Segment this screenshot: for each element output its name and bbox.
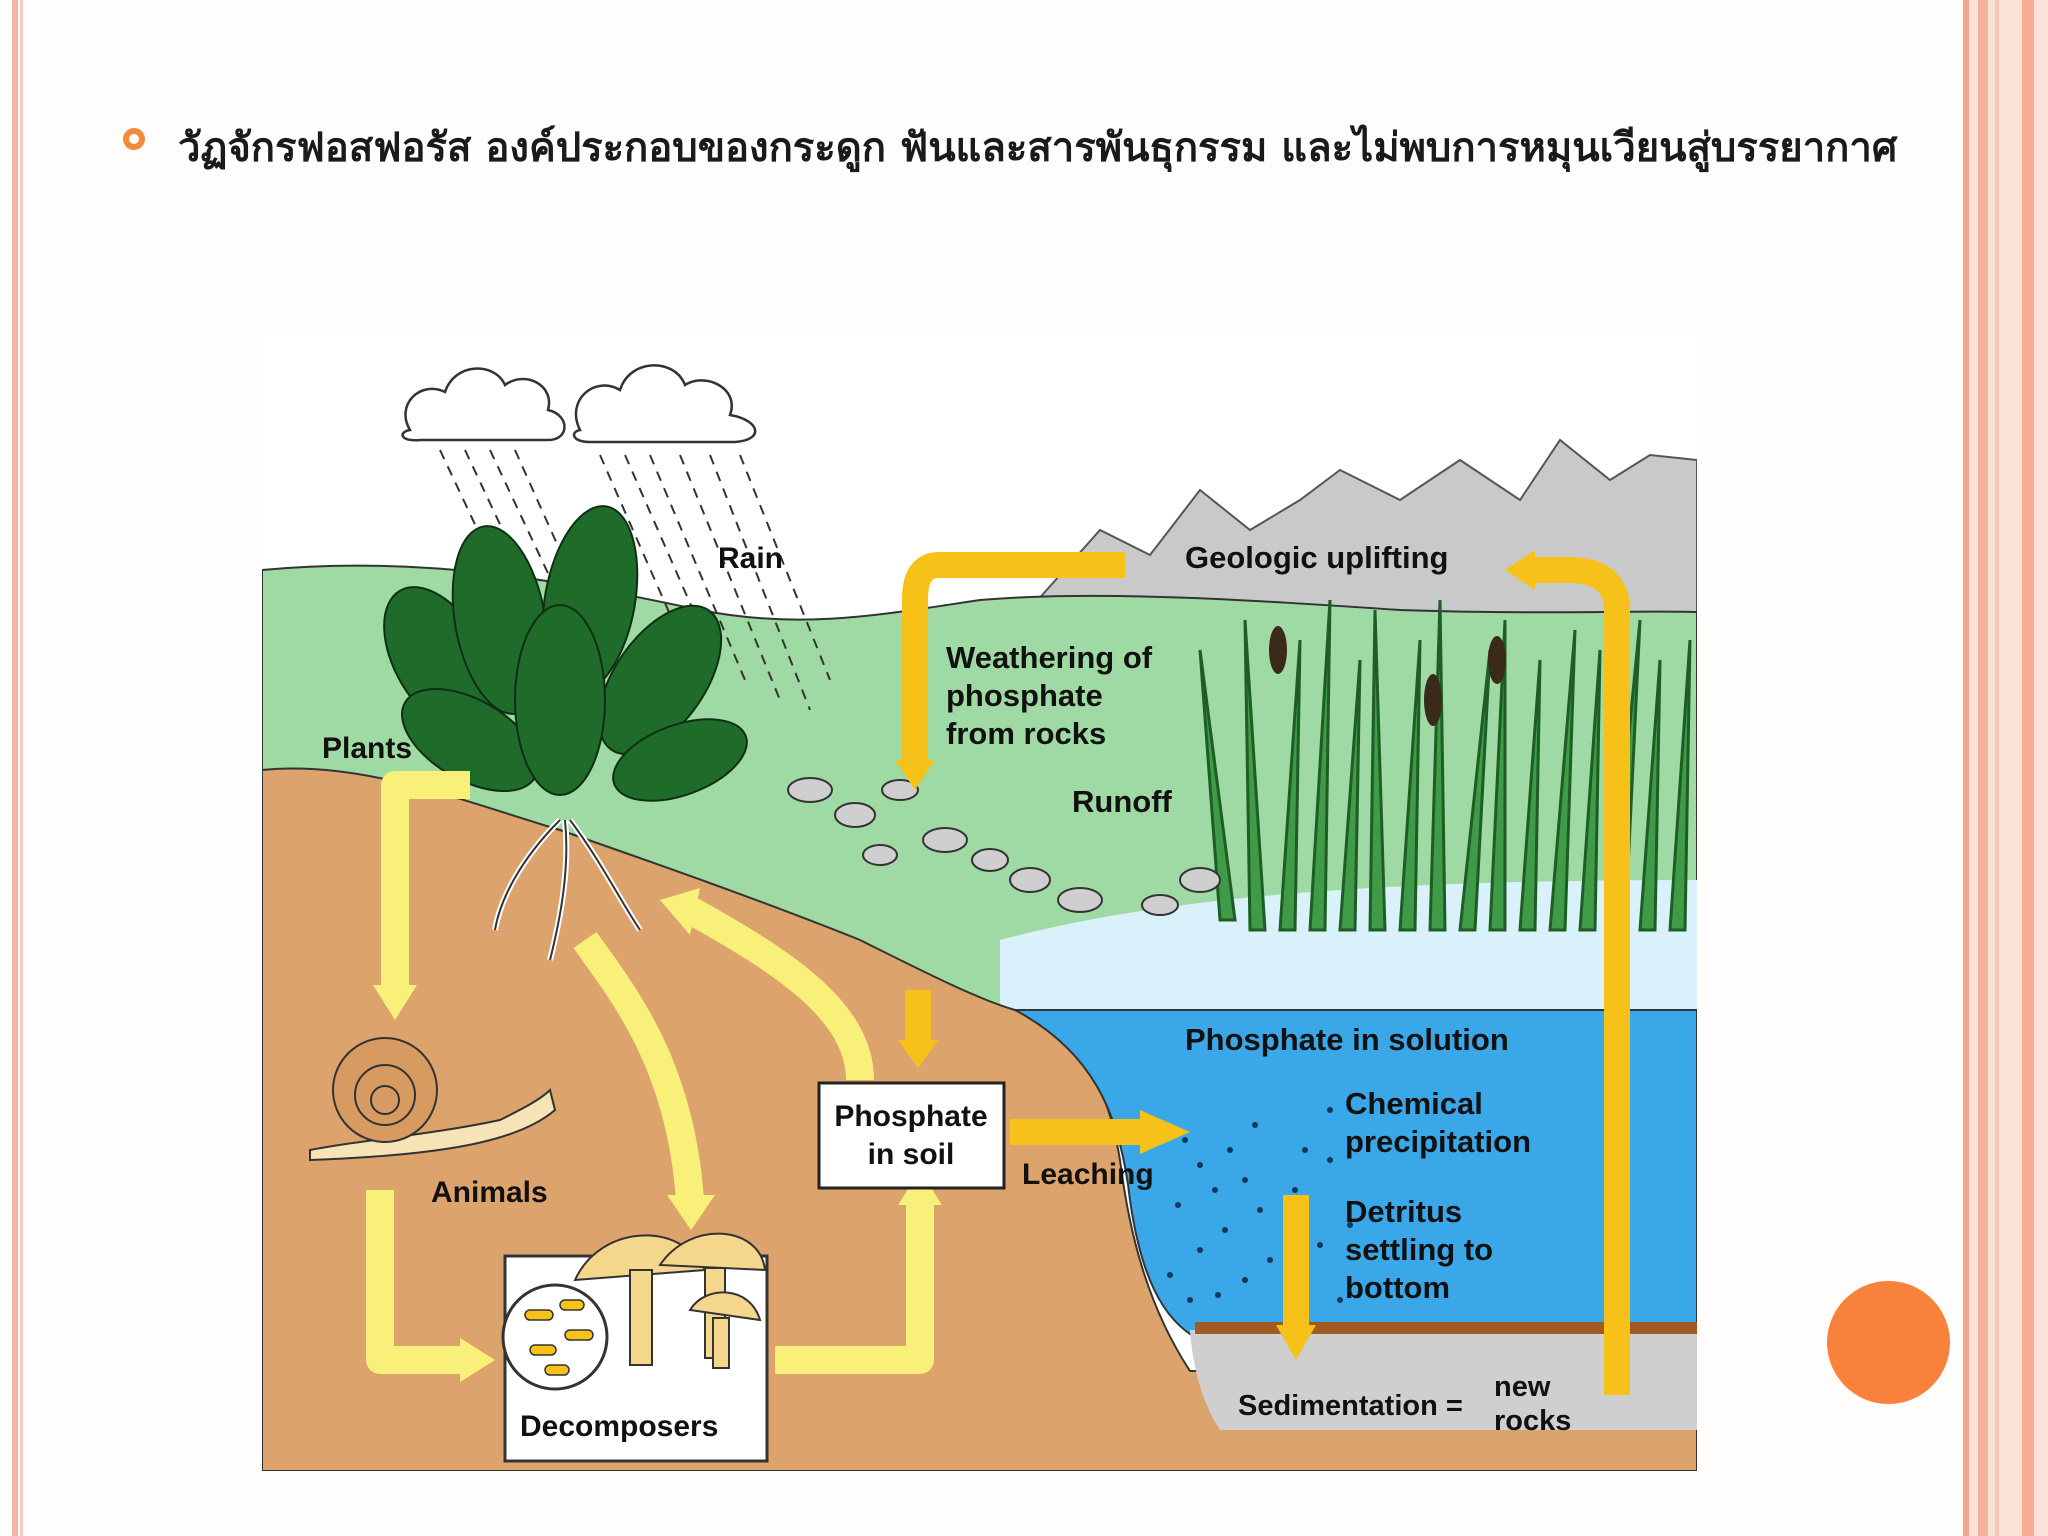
label-geologic-uplifting: Geologic uplifting [1185,540,1448,575]
stream-rocks [787,777,1221,916]
arrow-plants-to-decomposers [573,931,704,1202]
arrow-plants-to-animals [381,771,470,990]
arrowhead [895,760,935,790]
decorative-orange-circle [1827,1281,1950,1404]
arrow-weathering [902,552,1125,760]
arrowhead [460,1338,495,1382]
arrowhead [660,888,700,935]
precipitation-dots [1167,1107,1353,1303]
arrow-decomposers-to-soil [775,1200,934,1374]
label-weathering-2: phosphate [946,678,1103,713]
label-rain: Rain [718,542,783,575]
arrow-animals-to-decomposers [366,1190,465,1374]
label-phosphate-solution: Phosphate in solution [1185,1022,1509,1057]
arrow-geologic-uplift [1530,557,1630,1395]
arrowhead [898,1040,938,1068]
slide-bullet-text: วัฏจักรฟอสฟอรัส องค์ประกอบของกระดูก ฟันแ… [178,125,1898,171]
right-frame-stripe [1995,0,1999,1536]
label-chemical-2: precipitation [1345,1124,1531,1159]
label-new-rocks-1: new [1494,1371,1551,1403]
label-decomposers: Decomposers [520,1410,718,1443]
left-frame-stripe [12,0,18,1536]
bacteria-illustration [524,1299,594,1376]
label-detritus-3: bottom [1345,1270,1450,1305]
label-leaching: Leaching [1022,1158,1154,1191]
arrowhead [1276,1325,1316,1360]
cattails [1269,626,1506,726]
label-runoff: Runoff [1072,784,1173,819]
arrowhead [1140,1110,1190,1154]
right-frame-band [1963,0,2048,1536]
arrowhead [1505,550,1535,590]
plant-illustration [383,505,748,961]
right-frame-stripe [2022,0,2034,1536]
mushrooms-illustration [573,1232,767,1369]
label-new-rocks-2: rocks [1494,1405,1571,1437]
left-frame-stripe-thin [20,0,23,1536]
label-detritus-1: Detritus [1345,1194,1462,1229]
label-weathering-3: from rocks [946,716,1106,751]
label-phosphate-soil-2: in soil [868,1138,955,1171]
label-plants: Plants [322,732,412,765]
clouds [401,364,757,444]
biological-arrows [366,771,934,1374]
bullet-ring-icon [123,128,145,150]
label-detritus-2: settling to [1345,1232,1493,1267]
phosphorus-cycle-diagram: Rain Plants Geologic uplifting Weatherin… [262,335,1697,1471]
label-chemical-1: Chemical [1345,1086,1483,1121]
label-weathering-1: Weathering of [946,640,1153,675]
label-sedimentation: Sedimentation = [1238,1390,1463,1422]
water [1014,1009,1697,1341]
arrow-soil-to-plants [683,897,874,1081]
right-frame-stripe [1963,0,1969,1536]
phosphate-in-soil-box [817,1081,1006,1190]
arrowhead [373,985,417,1020]
label-phosphate-soil-1: Phosphate [834,1100,987,1133]
label-animals: Animals [431,1176,548,1209]
snail-illustration [309,1037,557,1162]
arrowhead [667,1195,715,1230]
sediment-layer [1190,1330,1697,1430]
right-frame-stripe [1978,0,1988,1536]
geological-arrows [902,552,1630,1395]
